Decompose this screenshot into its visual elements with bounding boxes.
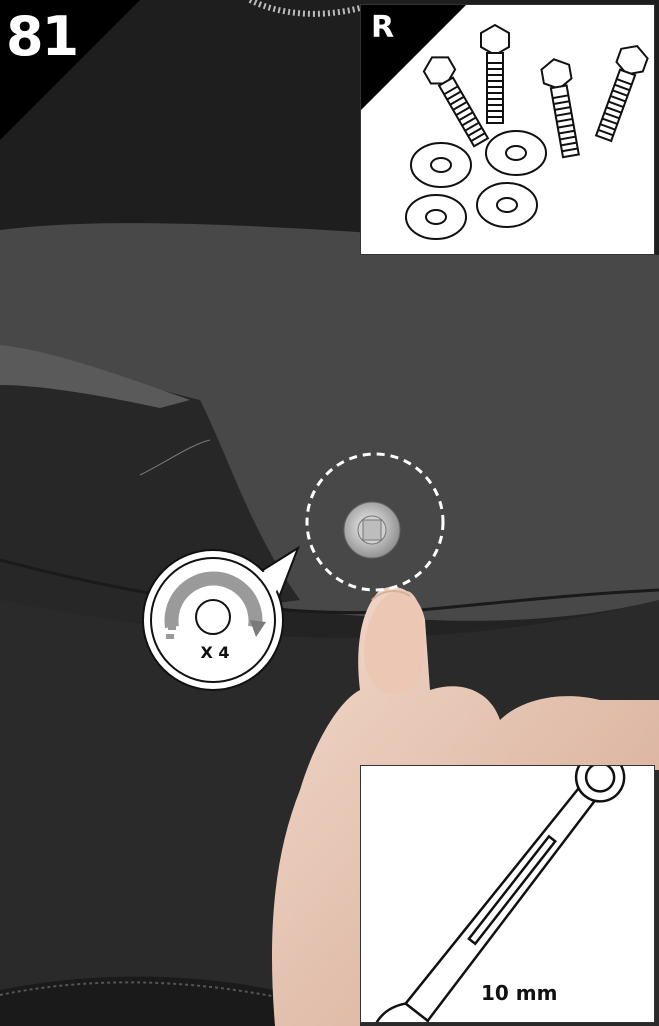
parts-panel: R: [360, 4, 655, 255]
wrench-size-label: 10 mm: [481, 981, 557, 1005]
tool-panel: 10 mm: [360, 765, 655, 1023]
quantity-label: X 4: [190, 643, 240, 662]
bolts-and-washers-icon: [361, 5, 655, 255]
step-tab: 81: [0, 0, 140, 140]
parts-letter: R: [371, 9, 394, 47]
step-number: 81: [6, 2, 77, 72]
